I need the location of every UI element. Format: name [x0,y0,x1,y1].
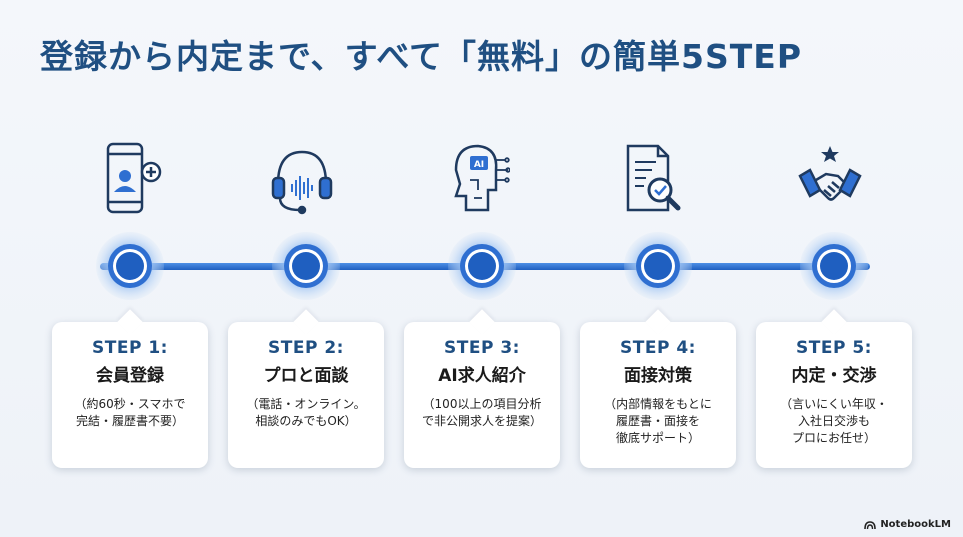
svg-text:AI: AI [474,160,484,170]
step-title: 内定・交渉 [791,366,877,386]
step-label: STEP 3: [444,338,520,358]
handshake-star-icon [798,140,862,216]
step-title: 面接対策 [624,366,692,386]
step-card-4: STEP 4: 面接対策 （内部情報をもとに 履歴書・面接を 徹底サポート） [580,322,736,468]
notebooklm-logo-icon [864,520,877,529]
step-label: STEP 1: [92,338,168,358]
step-description: （電話・オンライン。 相談のみでもOK） [246,397,366,428]
step-label: STEP 5: [796,338,872,358]
step-label: STEP 2: [268,338,344,358]
page-title: 登録から内定まで、すべて「無料」の簡単5STEP [40,37,803,76]
step-description: （100以上の項目分析 で非公開求人を提案） [421,397,542,428]
brand-mark: NotebookLM [864,519,951,530]
timeline-node-1 [96,232,164,300]
step-card-3: STEP 3: AI求人紹介 （100以上の項目分析 で非公開求人を提案） [404,322,560,468]
step-description: （約60秒・スマホで 完結・履歴書不要） [74,397,186,428]
headset-icon [270,140,334,216]
step-description: （言いにくい年収・ 入社日交渉も プロにお任せ） [780,397,888,445]
step-title: 会員登録 [96,366,164,386]
ai-head-icon: AI [446,140,511,216]
step-title: AI求人紹介 [438,366,526,386]
timeline-node-4 [624,232,692,300]
step-description: （内部情報をもとに 履歴書・面接を 徹底サポート） [604,397,712,445]
document-magnifier-icon [622,140,686,216]
step-card-5: STEP 5: 内定・交渉 （言いにくい年収・ 入社日交渉も プロにお任せ） [756,322,912,468]
step-label: STEP 4: [620,338,696,358]
step-title: プロと面談 [263,366,349,386]
smartphone-add-user-icon [100,140,164,216]
step-card-2: STEP 2: プロと面談 （電話・オンライン。 相談のみでもOK） [228,322,384,468]
timeline-node-3 [448,232,516,300]
brand-name: NotebookLM [880,519,951,530]
timeline-node-5 [800,232,868,300]
timeline-node-2 [272,232,340,300]
step-card-1: STEP 1: 会員登録 （約60秒・スマホで 完結・履歴書不要） [52,322,208,468]
